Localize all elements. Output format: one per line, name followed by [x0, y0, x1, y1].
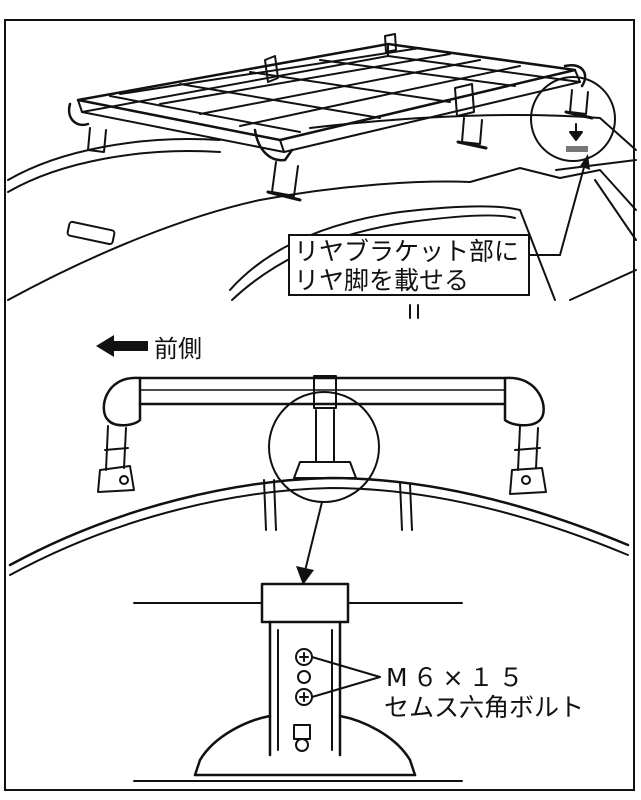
front-direction-text: 前側 [154, 334, 202, 363]
callout-leader-line [559, 159, 587, 256]
detail-view-illustration [133, 582, 463, 782]
bolt-name: セムス六角ボルト [384, 693, 585, 722]
center-leg-highlight-circle [268, 391, 380, 503]
bolt-size: M６×１５ [386, 663, 529, 692]
left-arrow-icon [96, 335, 148, 357]
detail-arrow [303, 501, 323, 576]
diagram-frame [4, 19, 635, 791]
callout-line-2: リヤ脚を載せる [294, 266, 470, 295]
front-direction-label: 前側 [96, 331, 202, 363]
callout-box: リヤブラケット部に リヤ脚を載せる [288, 234, 530, 296]
roof-rack-illustration [67, 33, 594, 202]
callout-line-1: リヤブラケット部に [294, 237, 520, 266]
bolt-spec-label: M６×１５ セムス六角ボルト [384, 663, 584, 723]
rear-bracket-highlight-circle [530, 76, 616, 162]
